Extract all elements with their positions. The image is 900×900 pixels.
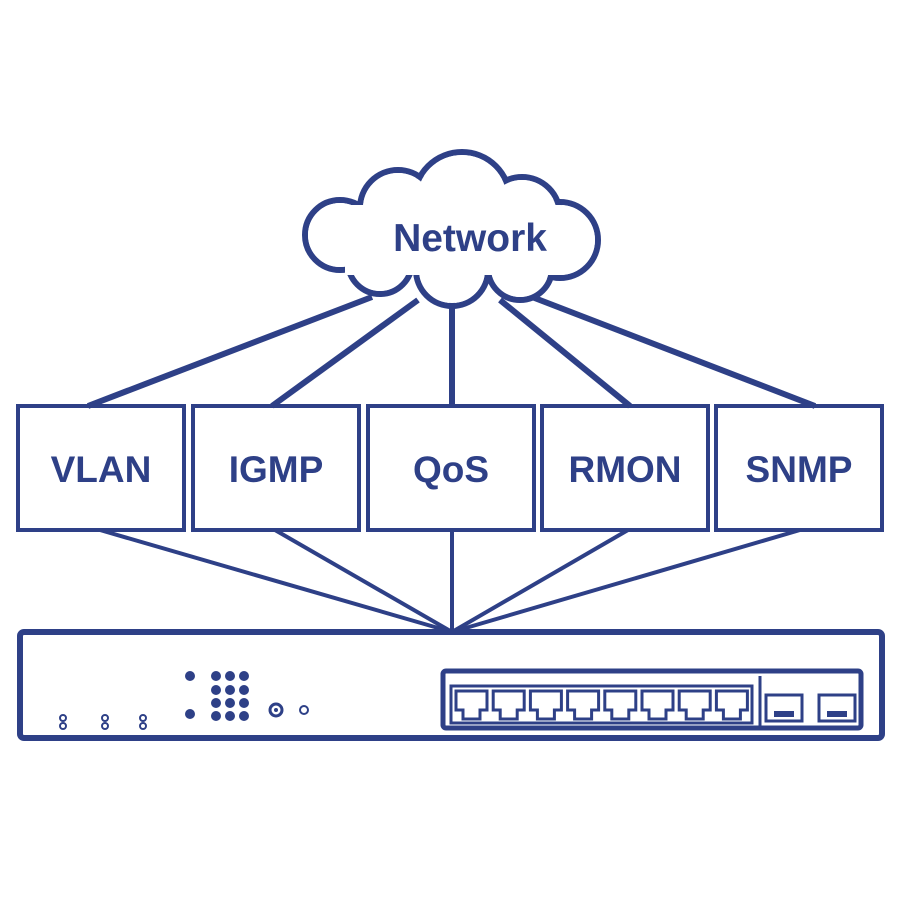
feature-label-qos: QoS xyxy=(413,449,489,490)
connector-vlan-switch xyxy=(99,528,453,634)
power-led xyxy=(299,705,309,715)
rj45-port-block xyxy=(449,684,754,725)
network-cloud: Network xyxy=(302,149,601,309)
reset-button xyxy=(268,702,284,718)
rj45-port xyxy=(491,689,526,721)
feature-box-igmp: IGMP xyxy=(191,404,361,532)
rj45-port xyxy=(566,689,601,721)
feature-boxes: VLAN IGMP QoS RMON SNMP xyxy=(16,404,884,532)
feature-label-igmp: IGMP xyxy=(229,449,324,490)
connector-igmp-switch xyxy=(274,528,453,634)
switch-connectors xyxy=(99,528,801,634)
sfp-port xyxy=(817,693,857,723)
port-panel xyxy=(440,668,864,731)
sfp-ports xyxy=(764,693,857,723)
rj45-port xyxy=(640,689,675,721)
connector-snmp-switch xyxy=(451,528,801,634)
connector-cloud-snmp xyxy=(530,294,817,409)
connector-cloud-vlan xyxy=(86,294,374,409)
cloud-connectors xyxy=(86,294,817,409)
feature-box-vlan: VLAN xyxy=(16,404,186,532)
cloud-label: Network xyxy=(393,217,547,260)
feature-label-vlan: VLAN xyxy=(51,449,152,490)
rj45-port xyxy=(603,689,638,721)
network-switch xyxy=(17,629,885,741)
switch-chassis xyxy=(17,629,885,741)
status-leds xyxy=(185,671,249,721)
feature-box-snmp: SNMP xyxy=(714,404,884,532)
feature-label-rmon: RMON xyxy=(568,449,681,490)
feature-box-qos: QoS xyxy=(366,404,536,532)
switch-indicators xyxy=(59,714,147,730)
connector-cloud-igmp xyxy=(270,297,420,409)
rj45-port xyxy=(454,689,489,721)
rj45-port xyxy=(528,689,563,721)
rj45-ports xyxy=(454,689,749,721)
connector-rmon-switch xyxy=(450,528,630,634)
connector-cloud-rmon xyxy=(498,297,632,409)
feature-label-snmp: SNMP xyxy=(746,449,853,490)
rj45-port xyxy=(677,689,712,721)
rj45-port xyxy=(714,689,749,721)
feature-box-rmon: RMON xyxy=(540,404,710,532)
sfp-port xyxy=(764,693,804,723)
